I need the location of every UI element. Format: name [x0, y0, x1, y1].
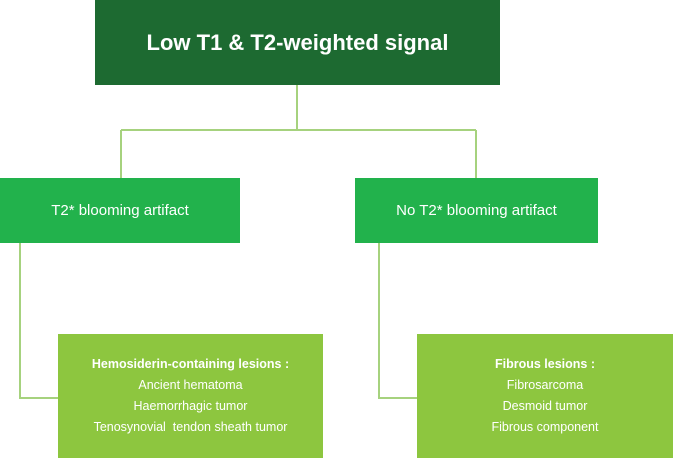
leaf-item: Tenosynovial tendon sheath tumor	[93, 420, 288, 434]
leaf-heading: Fibrous lesions :	[494, 357, 595, 371]
branch-label: No T2* blooming artifact	[396, 202, 557, 219]
leaf-item: Desmoid tumor	[502, 399, 588, 413]
left-leaf-connector	[19, 243, 58, 399]
leaf-item: Ancient hematoma	[138, 378, 243, 392]
right-leaf-connector	[378, 243, 417, 399]
leaf-heading: Hemosiderin-containing lesions :	[91, 357, 290, 371]
leaf-node-fibrous: Fibrous lesions : Fibrosarcoma Desmoid t…	[417, 334, 673, 458]
leaf-item: Haemorrhagic tumor	[133, 399, 248, 413]
root-label: Low T1 & T2-weighted signal	[146, 29, 449, 55]
leaf-item: Fibrous component	[491, 420, 599, 434]
leaf-item: Fibrosarcoma	[506, 378, 584, 392]
leaf-node-hemosiderin: Hemosiderin-containing lesions : Ancient…	[58, 334, 323, 458]
branch-node-no-blooming: No T2* blooming artifact	[355, 178, 598, 243]
branch-node-blooming: T2* blooming artifact	[0, 178, 240, 243]
root-node: Low T1 & T2-weighted signal	[95, 0, 500, 85]
branch-label: T2* blooming artifact	[51, 202, 189, 219]
